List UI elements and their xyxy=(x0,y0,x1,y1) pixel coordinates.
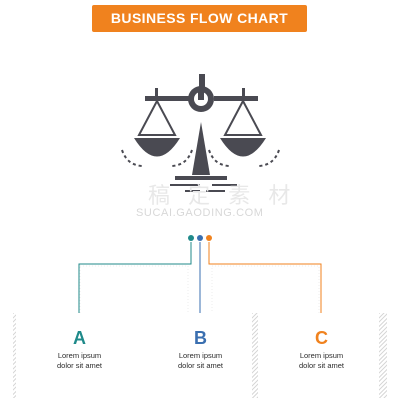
card-c-line2: dolor sit amet xyxy=(298,361,345,370)
card-c: C Lorem ipsum dolor sit amet xyxy=(258,313,385,398)
connector-lines xyxy=(78,235,322,318)
card-b-line2: dolor sit amet xyxy=(177,361,224,370)
card-c-letter: C xyxy=(315,328,328,348)
card-c-hatch xyxy=(379,313,387,398)
card-b-text: Lorem ipsum dolor sit amet xyxy=(137,351,264,371)
chart-title-banner: BUSINESS FLOW CHART xyxy=(92,5,307,32)
card-b-hatch-right xyxy=(252,313,260,398)
watermark-url: SUCAI.GAODING.COM xyxy=(136,207,264,219)
card-a-line1: Lorem ipsum xyxy=(57,351,102,360)
card-b: B Lorem ipsum dolor sit amet xyxy=(137,313,264,398)
card-b-letter: B xyxy=(194,328,207,348)
card-a: A Lorem ipsum dolor sit amet xyxy=(16,313,143,398)
balance-scale-icon xyxy=(121,74,280,192)
card-c-text: Lorem ipsum dolor sit amet xyxy=(258,351,385,371)
card-a-letter: A xyxy=(73,328,86,348)
watermark-text: 稿 定 素 材 xyxy=(148,183,297,208)
card-a-line2: dolor sit amet xyxy=(56,361,103,370)
card-b-line1: Lorem ipsum xyxy=(178,351,223,360)
chart-title: BUSINESS FLOW CHART xyxy=(110,10,289,26)
card-c-line1: Lorem ipsum xyxy=(299,351,344,360)
card-a-text: Lorem ipsum dolor sit amet xyxy=(16,351,143,371)
